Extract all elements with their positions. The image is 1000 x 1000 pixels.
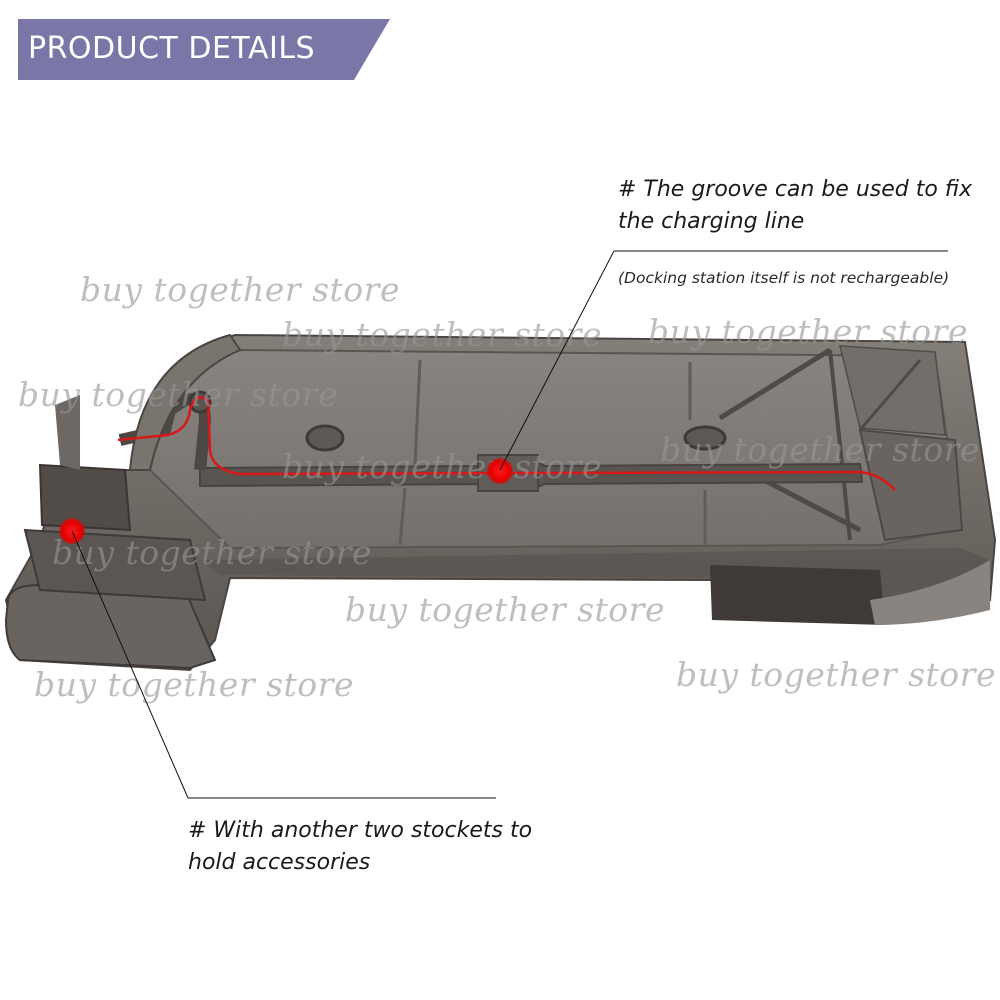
watermark-3: buy together store: [648, 312, 968, 351]
groove-note: # The groove can be used to fix the char…: [618, 177, 973, 234]
watermark-8: buy together store: [345, 590, 665, 629]
left-socket-lower: [4, 583, 217, 670]
groove-subnote: (Docking station itself is not rechargea…: [618, 269, 950, 287]
right-end-block: [858, 428, 964, 542]
watermark-9: buy together store: [676, 655, 996, 694]
sockets-note: # With another two stockets to hold acce…: [188, 818, 533, 875]
charging-cable: [117, 396, 896, 491]
left-socket-upper: [38, 463, 132, 532]
socket-callout-line: [71, 530, 189, 799]
groove-highlight-dot: [487, 458, 513, 484]
watermark-7: buy together store: [52, 533, 372, 572]
groove-callout-line: [499, 250, 615, 471]
product-details-banner: PRODUCT DETAILS: [18, 19, 390, 80]
watermark-6: buy together store: [282, 447, 602, 486]
watermark-1: buy together store: [80, 270, 400, 309]
watermark-5: buy together store: [660, 430, 980, 469]
banner-title: PRODUCT DETAILS: [28, 31, 316, 66]
watermark-10: buy together store: [34, 665, 354, 704]
watermark-4: buy together store: [18, 375, 338, 414]
banner-shape: [18, 19, 390, 80]
watermark-2: buy together store: [282, 315, 602, 354]
